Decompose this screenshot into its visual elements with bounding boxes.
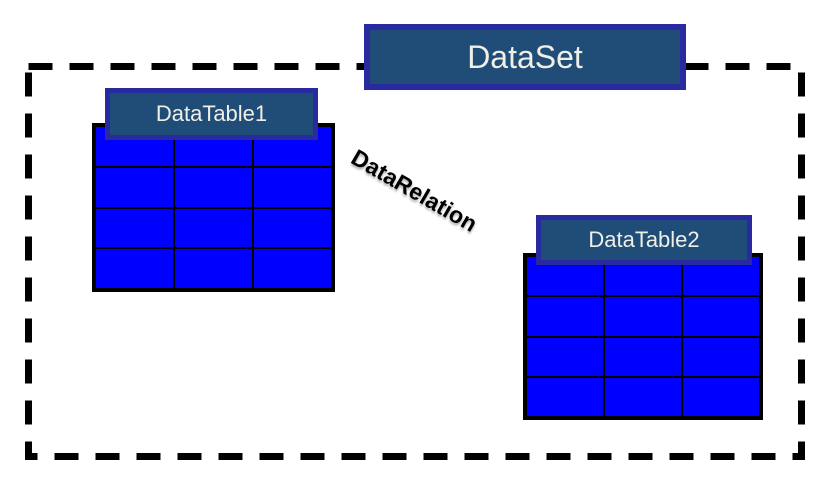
table-cell <box>683 377 759 416</box>
dataset-title-box: DataSet <box>364 24 686 90</box>
datatable2-label: DataTable2 <box>588 227 700 252</box>
table-cell <box>254 167 331 207</box>
table-cell <box>683 337 759 376</box>
table-cell <box>96 167 173 207</box>
datarelation-label: DataRelation <box>347 144 482 237</box>
datatable2-grid <box>523 253 763 420</box>
table-cell <box>175 208 252 248</box>
table-cell <box>605 297 681 336</box>
datatable2-header: DataTable2 <box>536 215 752 265</box>
table-cell <box>254 208 331 248</box>
table-cell <box>605 377 681 416</box>
table-cell <box>683 297 759 336</box>
table-cell <box>527 297 603 336</box>
table-cell <box>605 337 681 376</box>
datatable1-grid <box>92 123 335 292</box>
table-cell <box>96 208 173 248</box>
table-cell <box>254 249 331 288</box>
table-cell <box>96 249 173 288</box>
datatable1-label: DataTable1 <box>155 101 268 126</box>
table-cell <box>175 167 252 207</box>
table-cell <box>527 377 603 416</box>
dataset-title-label: DataSet <box>467 38 583 75</box>
table-cell <box>527 337 603 376</box>
datatable1-header: DataTable1 <box>105 88 318 140</box>
table-cell <box>175 249 252 288</box>
